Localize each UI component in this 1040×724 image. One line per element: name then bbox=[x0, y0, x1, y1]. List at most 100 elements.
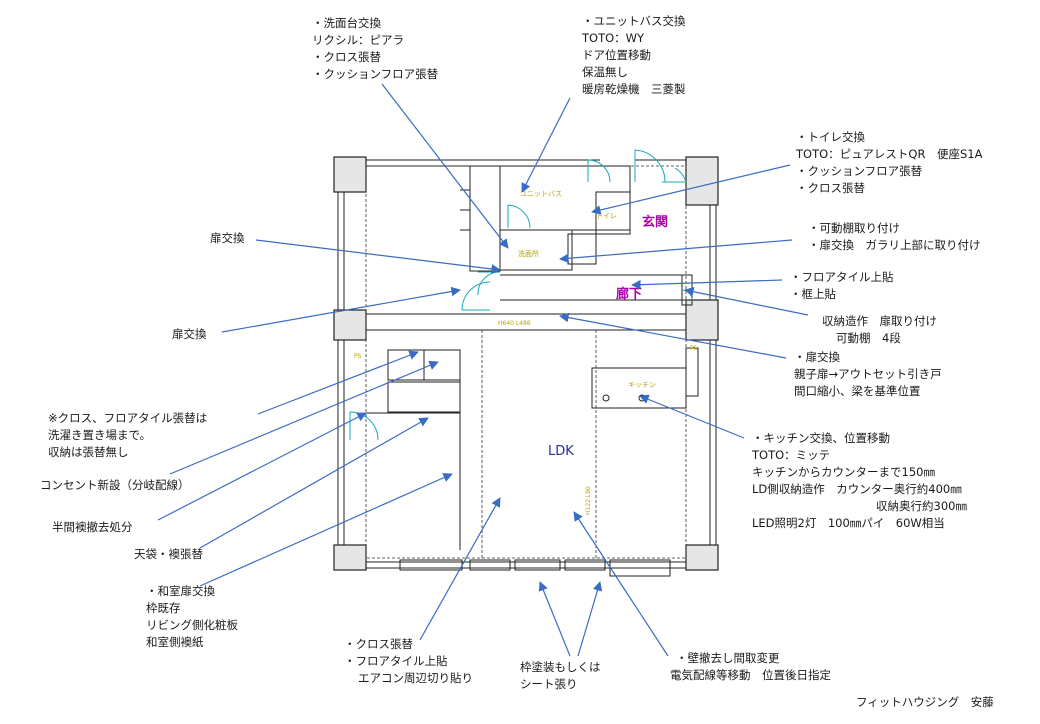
note-line: ・和室扉交換 bbox=[146, 584, 215, 598]
right-wall bbox=[709, 205, 717, 545]
washitsu-door bbox=[349, 411, 379, 441]
note-line: ・洗面台交換 bbox=[312, 16, 381, 30]
annotations: ・洗面台交換 リクシル：ピアラ ・クロス張替 ・クッションフロア張替 ・ユニット… bbox=[40, 14, 994, 709]
note-kitchen: ・キッチン交換、位置移動 TOTO：ミッテ キッチンからカウンターまで150㎜ … bbox=[751, 431, 967, 530]
note-floortile: ・フロアタイル上貼 ・框上貼 bbox=[790, 270, 894, 301]
room-corridor: 廊下 bbox=[616, 286, 642, 302]
note-line: ・クロス張替 bbox=[796, 181, 865, 195]
note-frame: 枠塗装もしくは シート張り bbox=[520, 660, 601, 691]
note-line: ・框上貼 bbox=[790, 287, 836, 301]
unitbath-door bbox=[507, 204, 531, 229]
signature: フィットハウジング 安藤 bbox=[856, 695, 994, 709]
note-line: 洗濯き置き場まで。 bbox=[48, 428, 151, 442]
note-line: 親子扉→アウトセット引き戸 bbox=[794, 367, 942, 381]
arrow-kitchen bbox=[639, 394, 745, 439]
arrow-ceiling-closet bbox=[199, 417, 429, 549]
column-bottom-left bbox=[333, 544, 367, 571]
note-unitbath: ・ユニットバス交換 TOTO：WY ドア位置移動 保温無し 暖房乾燥機 三菱製 bbox=[581, 14, 686, 96]
column-mid-left bbox=[333, 309, 367, 341]
note-line: 収納は張替無し bbox=[48, 445, 129, 459]
note-door1: 扉交換 bbox=[210, 231, 245, 245]
arrow-door2 bbox=[221, 286, 461, 333]
room-unit-bath: ユニットバス bbox=[520, 190, 562, 198]
note-line: リクシル：ピアラ bbox=[312, 33, 404, 47]
note-ceiling-closet: 天袋・襖張替 bbox=[134, 547, 203, 561]
arrow-door3 bbox=[559, 312, 787, 359]
room-kitchen: キッチン bbox=[628, 381, 656, 389]
note-line: TOTO：ミッテ bbox=[751, 448, 830, 462]
arrow-half-closet bbox=[157, 412, 367, 521]
top-wall bbox=[366, 159, 600, 167]
note-line: ・壁撤去し間取変更 bbox=[676, 651, 780, 665]
arrow-washbasin bbox=[381, 83, 509, 249]
note-cross-tile: ※クロス、フロアタイル張替は 洗濯き置き場まで。 収納は張替無し bbox=[48, 411, 207, 459]
column-top-left bbox=[333, 156, 367, 193]
washitsu-walls bbox=[366, 350, 461, 550]
note-line: ・クッションフロア張替 bbox=[796, 164, 923, 178]
arrow-floortile bbox=[631, 279, 783, 290]
arrow-washitsu bbox=[199, 473, 453, 587]
note-line: ・扉交換 ガラリ上部に取り付け bbox=[808, 238, 981, 252]
ldk-ceiling-lines bbox=[481, 330, 597, 558]
column-top-right bbox=[685, 156, 719, 206]
washroom-box bbox=[499, 229, 573, 271]
arrow-unitbath bbox=[521, 97, 571, 193]
note-line: ドア位置移動 bbox=[582, 48, 651, 62]
note-line: エアコン周辺切り貼り bbox=[358, 671, 473, 685]
note-line: ・キッチン交換、位置移動 bbox=[752, 431, 890, 445]
shelf-marks bbox=[460, 189, 470, 231]
sink-mark-1 bbox=[602, 394, 610, 402]
note-half-closet: 半間襖撤去処分 bbox=[52, 520, 133, 534]
note-line: LD側収納造作 カウンター奥行約400㎜ bbox=[752, 482, 962, 496]
note-line: ・クロス張替 bbox=[312, 50, 381, 64]
arrow-wall-remove bbox=[573, 511, 669, 657]
arrow-frame-right bbox=[577, 581, 603, 657]
floorplan: ユニットバス トイレ 洗面所 玄関 廊下 キッチン LDK H640 L486 … bbox=[333, 149, 719, 577]
arrow-storage bbox=[684, 287, 809, 316]
note-line: 可動棚 4段 bbox=[836, 331, 901, 345]
note-wall-remove: ・壁撤去し間取変更 電気配線等移動 位置後日指定 bbox=[670, 651, 831, 682]
note-toilet: ・トイレ交換 TOTO：ピュアレストQR 便座S1A ・クッションフロア張替 ・… bbox=[795, 130, 983, 195]
note-line: 保温無し bbox=[582, 65, 628, 79]
note-line: 和室側襖紙 bbox=[146, 635, 204, 649]
arrow-shelf-door bbox=[559, 239, 793, 264]
arrow-toilet bbox=[591, 164, 791, 215]
note-line: TOTO：ピュアレストQR 便座S1A bbox=[795, 147, 983, 161]
column-bottom-right bbox=[685, 544, 719, 571]
window-4 bbox=[564, 559, 606, 571]
ps-right: PS bbox=[690, 345, 698, 352]
note-outlet: コンセント新設（分岐配線） bbox=[40, 478, 190, 492]
room-genkan: 玄関 bbox=[642, 214, 668, 230]
arrow-outlet bbox=[169, 360, 439, 475]
note-line: 枠塗装もしくは bbox=[520, 660, 601, 674]
left-wall bbox=[337, 192, 345, 545]
note-shelf-door: ・可動棚取り付け ・扉交換 ガラリ上部に取り付け bbox=[808, 221, 981, 252]
entrance-door-3 bbox=[662, 167, 687, 183]
note-line: ・可動棚取り付け bbox=[808, 221, 900, 235]
dimension-top: H640 L486 bbox=[498, 320, 531, 327]
arrow-note-cross bbox=[257, 350, 419, 415]
note-line: ・トイレ交換 bbox=[796, 130, 865, 144]
note-line: シート張り bbox=[520, 677, 578, 691]
note-storage: 収納造作 扉取り付け 可動棚 4段 bbox=[822, 314, 937, 345]
note-line: 枠既存 bbox=[146, 601, 181, 615]
arrow-frame-left bbox=[538, 581, 571, 657]
dimension-vertical: H122 L90 bbox=[585, 486, 592, 515]
note-ldk-finish: ・クロス張替 ・フロアタイル上貼 エアコン周辺切り貼り bbox=[344, 637, 473, 685]
room-washroom: 洗面所 bbox=[518, 249, 539, 258]
note-line: リビング側化粧板 bbox=[146, 618, 238, 632]
note-line: ※クロス、フロアタイル張替は bbox=[48, 411, 207, 425]
window-3 bbox=[514, 559, 561, 571]
closet-ceiling bbox=[387, 381, 461, 413]
washbasin-fixture bbox=[567, 233, 597, 265]
note-line: ・フロアタイル上貼 bbox=[344, 654, 448, 668]
column-mid-right bbox=[685, 299, 719, 341]
note-line: ・クロス張替 bbox=[344, 637, 413, 651]
note-door2: 扉交換 bbox=[172, 327, 207, 341]
kitchen-side-panel bbox=[685, 347, 699, 397]
note-line: ・フロアタイル上貼 bbox=[790, 270, 894, 284]
window-2 bbox=[469, 559, 511, 571]
note-line: ・扉交換 bbox=[794, 350, 840, 364]
note-line: 収納造作 扉取り付け bbox=[822, 314, 937, 328]
